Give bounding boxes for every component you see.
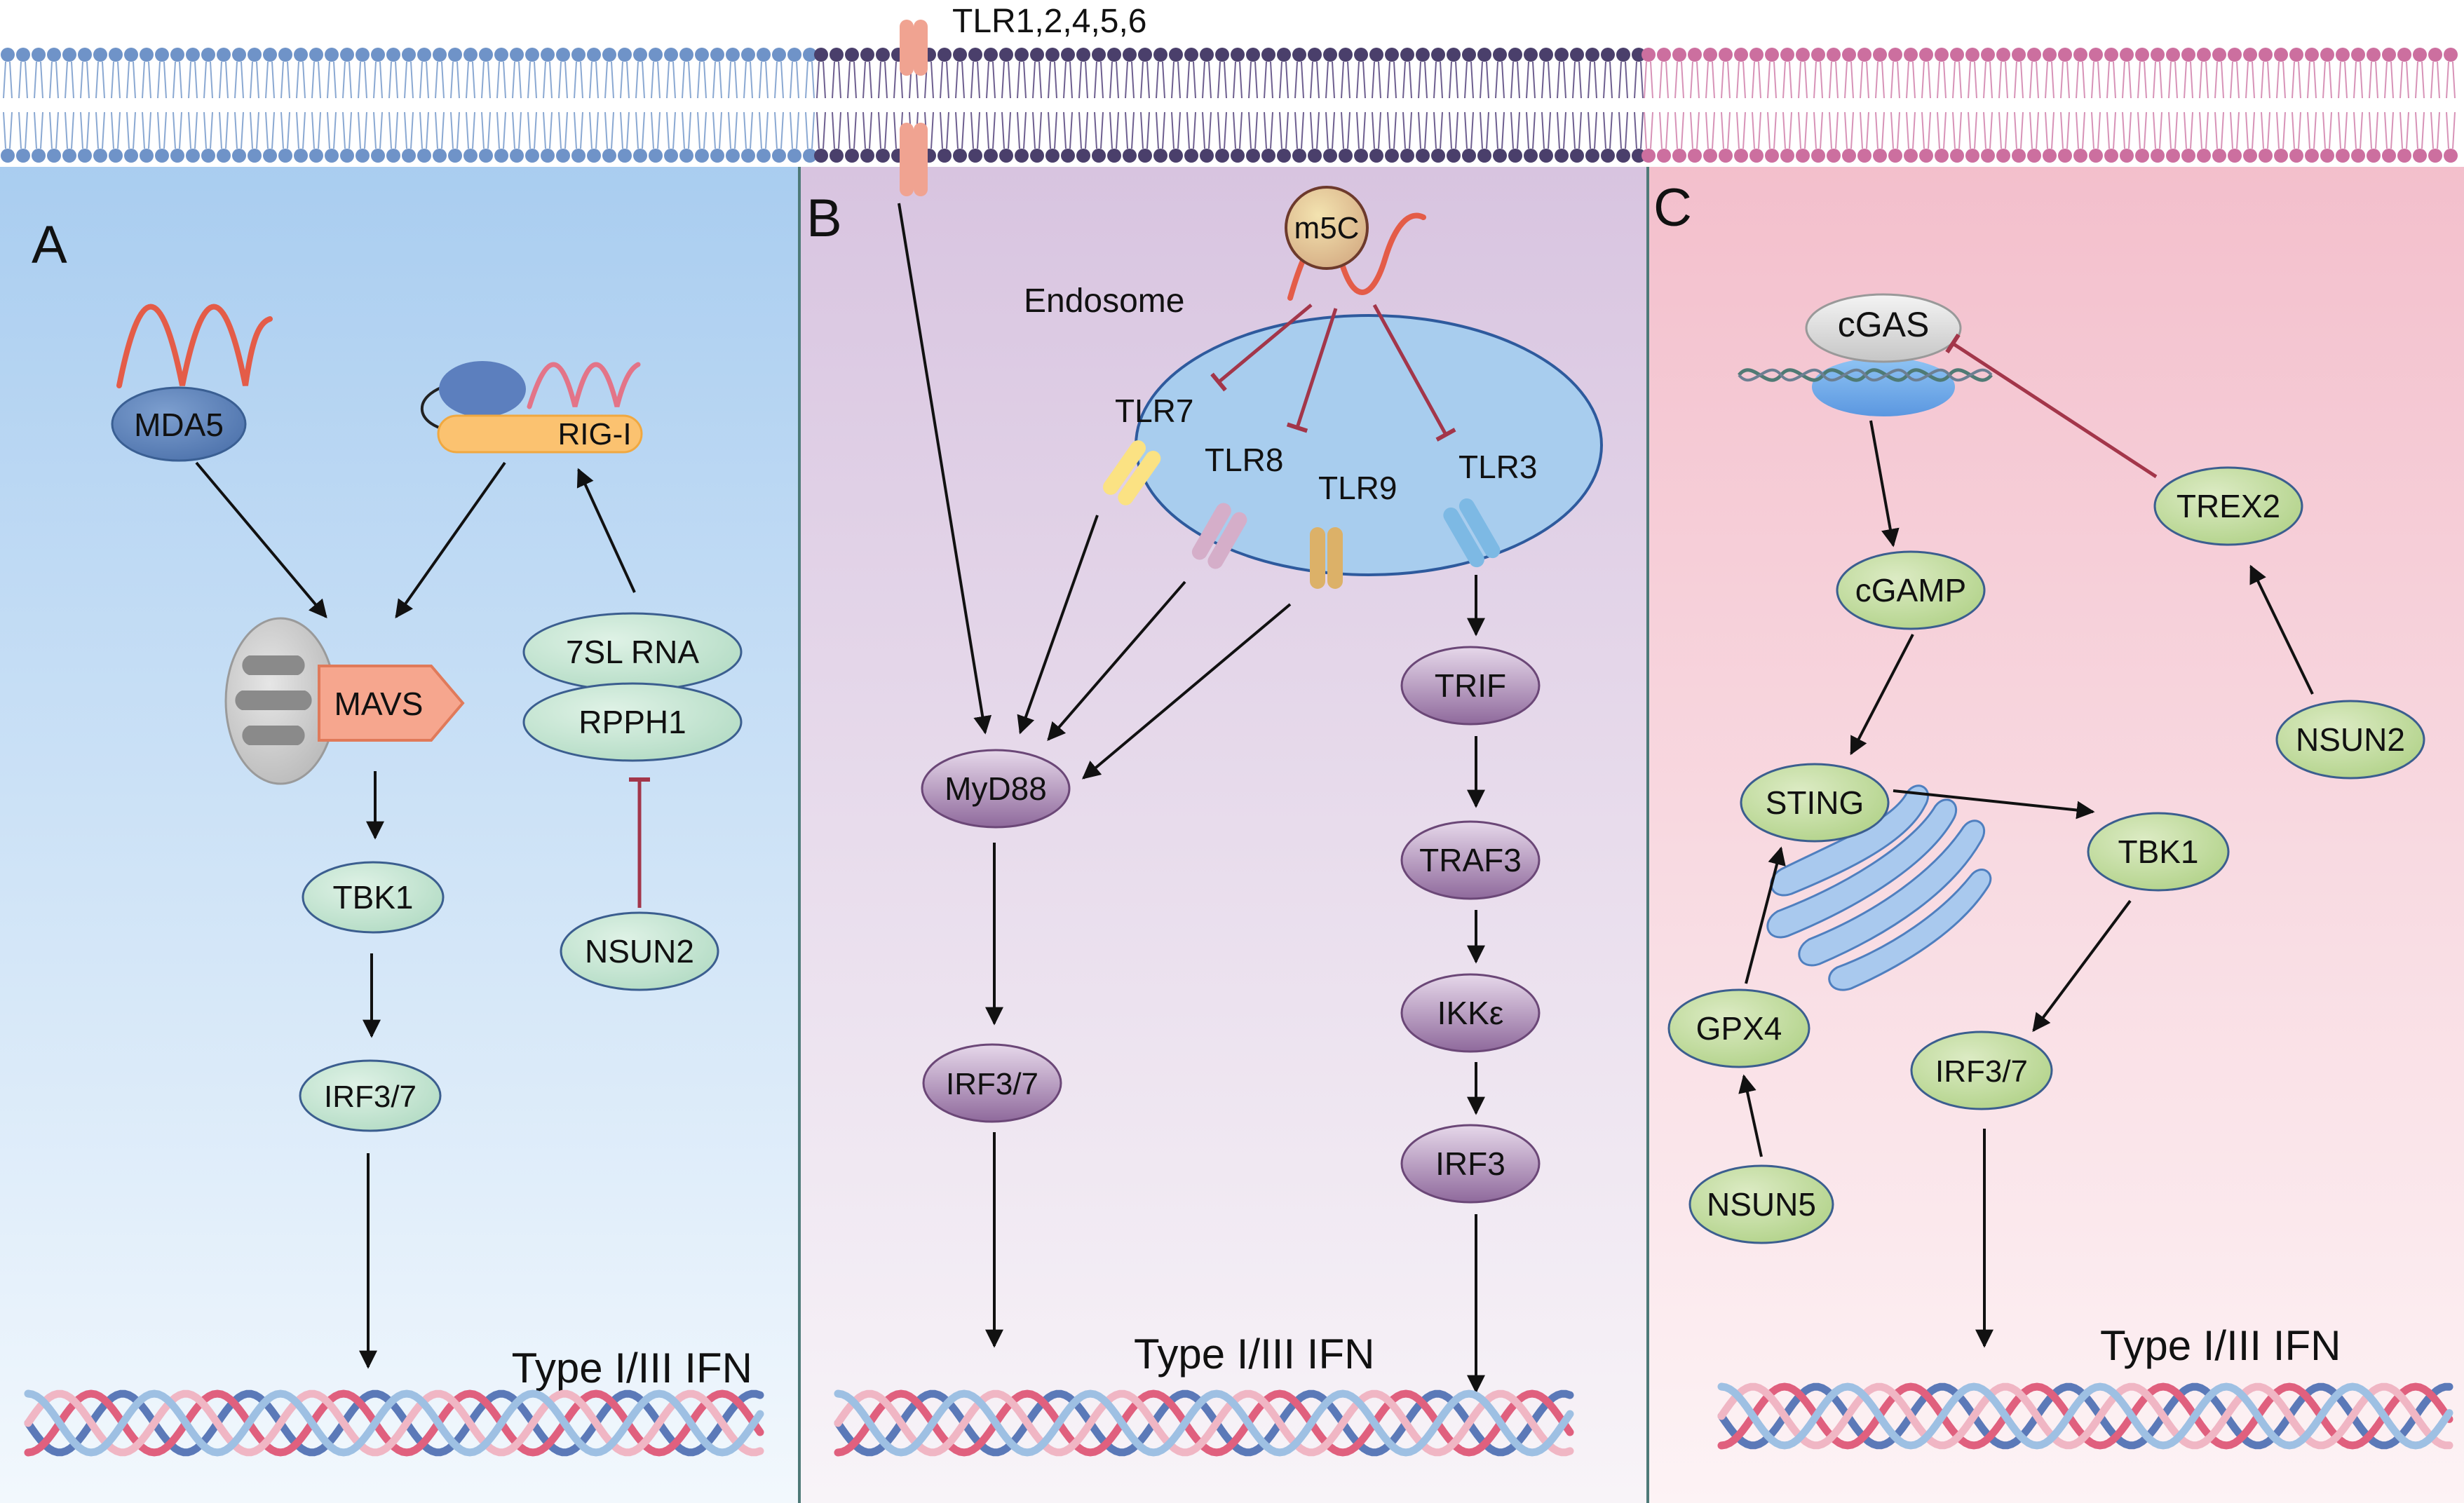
dna-helix-icon: [24, 1389, 764, 1457]
myd88-label: MyD88: [945, 770, 1047, 807]
tlr8-receptor: [1191, 503, 1247, 569]
myd88-node: [921, 749, 1071, 829]
tlr9-receptor: [1310, 527, 1343, 589]
nsun2-node: [560, 911, 719, 991]
ifn-c-label: Type I/III IFN: [2100, 1322, 2341, 1369]
rna-strand-icon: [116, 304, 273, 388]
tlr9-label: TLR9: [1318, 470, 1397, 506]
rna-strand-icon: [527, 362, 641, 409]
panel-a-arrows: [195, 461, 636, 1369]
tlr7-label: TLR7: [1115, 393, 1193, 429]
mda5-label: MDA5: [134, 407, 224, 443]
tlr3-label: TLR3: [1458, 449, 1537, 485]
nsun2-c-label: NSUN2: [2296, 721, 2405, 758]
endosome-label: Endosome: [1024, 283, 1184, 320]
tlr8-label: TLR8: [1205, 442, 1283, 478]
traf3-label: TRAF3: [1419, 842, 1522, 878]
ikk-node: [1400, 973, 1541, 1053]
sting-node: [1740, 763, 1890, 843]
m5c-label: m5C: [1294, 211, 1360, 245]
irf-b-node: [922, 1043, 1062, 1123]
rig-i-label: RIG-I: [557, 417, 631, 451]
m5c-inhibition-lines: [1210, 304, 1456, 442]
mavs-label: MAVS: [334, 686, 424, 722]
cgamp-label: cGAMP: [1855, 572, 1966, 608]
mitochondrion-icon: [224, 617, 337, 785]
ikk-label: IKKε: [1437, 995, 1504, 1031]
cgamp-node: [1836, 550, 1986, 630]
irf-node: [299, 1059, 442, 1132]
dna-helix-icon: [834, 1389, 1574, 1457]
panel-b-letter: B: [806, 189, 842, 248]
trif-label: TRIF: [1435, 667, 1506, 704]
tlr7-receptor: [1103, 440, 1161, 505]
panel-a-background: [0, 161, 799, 1503]
irf3-label: IRF3: [1435, 1145, 1505, 1182]
gpx4-node: [1667, 988, 1810, 1068]
rig-i-card-domain: [439, 361, 526, 417]
tlr3-receptor: [1443, 498, 1501, 568]
cgas-node: [1805, 293, 1962, 363]
nsun2-label: NSUN2: [585, 933, 694, 970]
mavs-node: [318, 665, 465, 742]
tlr-membrane-receptor: [900, 20, 928, 196]
irf3-node: [1400, 1124, 1541, 1204]
cgas-label: cGAS: [1838, 305, 1930, 344]
cgas-base: [1812, 358, 1955, 416]
rig-i-body: [437, 414, 643, 454]
irf-label: IRF3/7: [324, 1080, 417, 1114]
dna-strand-icon: [1738, 368, 1993, 382]
nsun5-node: [1688, 1164, 1834, 1244]
nsun5-label: NSUN5: [1707, 1186, 1816, 1223]
ifn-label: Type I/III IFN: [512, 1345, 752, 1392]
tbk1-label: TBK1: [332, 879, 413, 916]
irf-b-label: IRF3/7: [946, 1067, 1038, 1101]
rpph1-label: RPPH1: [578, 704, 686, 740]
gpx4-label: GPX4: [1696, 1010, 1782, 1047]
irf-c-label: IRF3/7: [1935, 1054, 2028, 1089]
tbk1-c-label: TBK1: [2118, 834, 2198, 870]
irf-c-node: [1910, 1031, 2053, 1110]
endoplasmic-reticulum-icon: [1766, 784, 1992, 991]
tbk1-node: [302, 861, 445, 934]
dna-helix-icon: [1717, 1382, 2453, 1450]
panel-c-arrows: [1738, 420, 2314, 1348]
rna7sl-label: 7SL RNA: [566, 634, 699, 670]
traf3-node: [1400, 820, 1541, 900]
mda5-node: [111, 386, 247, 462]
trex2-node: [2153, 466, 2303, 546]
nsun2-c-node: [2275, 700, 2425, 780]
panel-c-letter: C: [1653, 178, 1692, 238]
rpph1-node: [522, 682, 743, 762]
m5c-node: [1285, 186, 1369, 270]
sting-label: STING: [1766, 784, 1864, 821]
trex2-label: TREX2: [2177, 488, 2280, 524]
inhibition-trex2-cgas: [1945, 333, 2158, 479]
tlr-membrane-label: TLR1,2,4,5,6: [952, 3, 1147, 40]
trif-node: [1400, 646, 1541, 726]
panel-a-letter: A: [32, 215, 67, 275]
cell-membrane: [0, 43, 2464, 167]
panel-b-arrows: [898, 203, 1485, 1394]
ifn-b-label: Type I/III IFN: [1134, 1331, 1374, 1378]
tbk1-c-node: [2087, 812, 2230, 892]
